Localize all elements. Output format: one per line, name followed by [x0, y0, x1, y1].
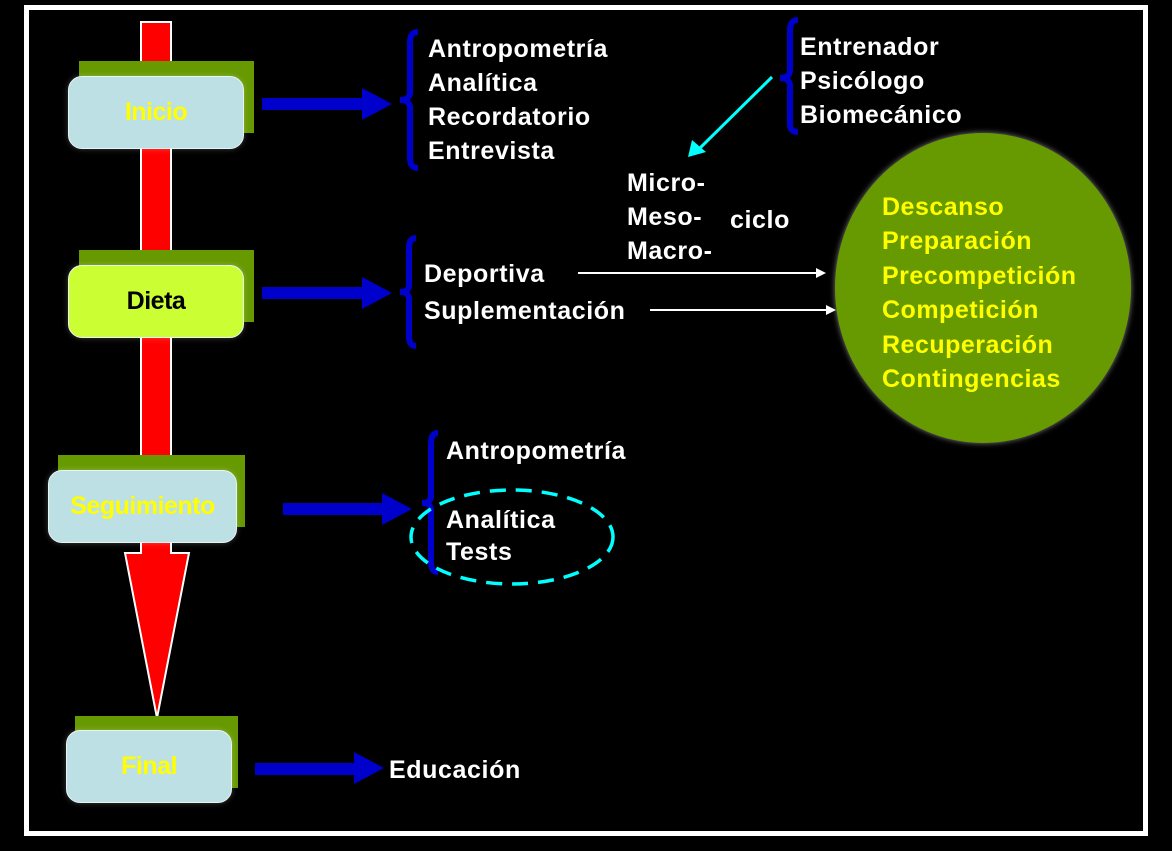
team-to-cycle-arrow: [688, 75, 774, 157]
phases-list: Descanso Preparación Precompetición Comp…: [882, 190, 1077, 396]
stage-label: Seguimiento: [70, 492, 215, 520]
list-item: Descanso: [882, 193, 1005, 221]
connector-final-arrow: [255, 752, 384, 784]
stage-box: Final: [66, 730, 232, 803]
dieta-items-list: Deportiva Suplementación: [424, 256, 626, 330]
list-item: Deportiva: [424, 260, 545, 288]
inicio-items-list: Antropometría Analítica Recordatorio Ent…: [428, 32, 608, 168]
list-item: Preparación: [882, 227, 1033, 256]
list-item: Meso-: [627, 203, 703, 231]
list-item: Micro-: [627, 169, 706, 197]
list-item: Suplementación: [424, 297, 626, 325]
list-item: Recuperación: [882, 330, 1054, 359]
suplementacion-to-phases-arrow: [650, 305, 836, 315]
phases-circle: [835, 133, 1131, 443]
slide-frame: [24, 5, 1148, 836]
connector-dieta-arrow: [262, 277, 392, 309]
seguimiento-item: Tests: [446, 538, 513, 566]
list-item: Precompetición: [882, 261, 1077, 290]
final-item: Educación: [389, 756, 521, 784]
list-item: Macro-: [627, 237, 713, 265]
seguimiento-item: Analítica: [446, 506, 556, 534]
connector-inicio-arrow: [262, 88, 392, 120]
cycle-prefixes: Micro- Meso- Macro-: [627, 166, 713, 268]
stage-label: Dieta: [126, 287, 186, 315]
list-item: Entrevista: [428, 137, 555, 165]
connector-seguimiento-arrow: [283, 493, 412, 525]
list-item: Analítica: [428, 69, 538, 97]
highlight-ellipse: [409, 488, 615, 586]
list-item: Psicólogo: [800, 67, 925, 95]
deportiva-to-phases-arrow: [578, 268, 826, 278]
brace-seguimiento-icon: [421, 430, 439, 575]
list-item: Biomecánico: [800, 101, 963, 129]
stage-box: Dieta: [68, 265, 244, 338]
seguimiento-item: Antropometría: [446, 437, 627, 465]
list-item: Competición: [882, 296, 1039, 325]
stage-label: Final: [121, 752, 177, 780]
list-item: Entrenador: [800, 33, 940, 61]
list-item: Antropometría: [428, 35, 609, 63]
brace-inicio-icon: [399, 29, 419, 171]
brace-team-icon: [779, 17, 799, 135]
list-item: Recordatorio: [428, 103, 591, 131]
brace-dieta-icon: [399, 235, 417, 349]
team-items-list: Entrenador Psicólogo Biomecánico: [800, 30, 962, 132]
stage-box: Inicio: [68, 76, 244, 149]
list-item: Contingencias: [882, 365, 1061, 394]
stage-label: Inicio: [124, 98, 188, 126]
cycle-suffix: ciclo: [730, 206, 790, 234]
stage-box: Seguimiento: [48, 470, 237, 543]
